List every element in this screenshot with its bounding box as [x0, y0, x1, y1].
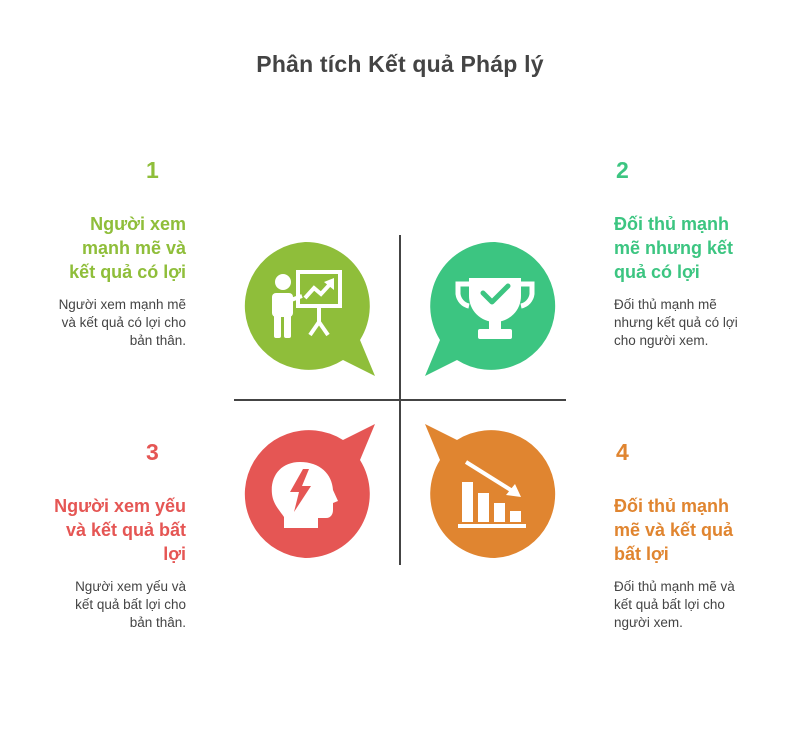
quadrant-2-bubble [425, 241, 556, 376]
head-lightning-icon [271, 462, 338, 528]
quadrant-2-heading: Đối thủ mạnh mẽ nhưng kết quả có lợi [614, 214, 734, 282]
quadrant-1-heading: Người xem mạnh mẽ và kết quả có lợi [69, 214, 186, 282]
quadrant-1-number: 1 [146, 157, 159, 183]
quadrant-2-number: 2 [616, 157, 629, 183]
quadrant-4-bubble [425, 424, 556, 559]
trophy-check-icon [455, 278, 535, 339]
presenter-chart-icon [272, 270, 342, 338]
quadrant-3-number: 3 [146, 439, 159, 465]
quadrant-3-bubble [244, 424, 375, 559]
quadrant-1-description: Người xem mạnh mẽ và kết quả có lợi cho … [58, 297, 186, 348]
quadrant-1-bubble [244, 241, 375, 376]
quadrant-4-description: Đối thủ mạnh mẽ và kết quả bất lợi cho n… [614, 579, 735, 630]
quadrant-3-description: Người xem yếu và kết quả bất lợi cho bản… [75, 579, 186, 630]
quadrant-4-heading: Đối thủ mạnh mẽ và kết quả bất lợi [614, 496, 734, 564]
page-title: Phân tích Kết quả Pháp lý [256, 51, 544, 77]
quadrant-2-description: Đối thủ mạnh mẽ nhưng kết quả có lợi cho… [614, 297, 738, 348]
declining-bar-chart-icon [458, 460, 526, 528]
quadrant-3-heading: Người xem yếu và kết quả bất lợi [54, 496, 186, 564]
quadrant-4-number: 4 [616, 439, 629, 465]
